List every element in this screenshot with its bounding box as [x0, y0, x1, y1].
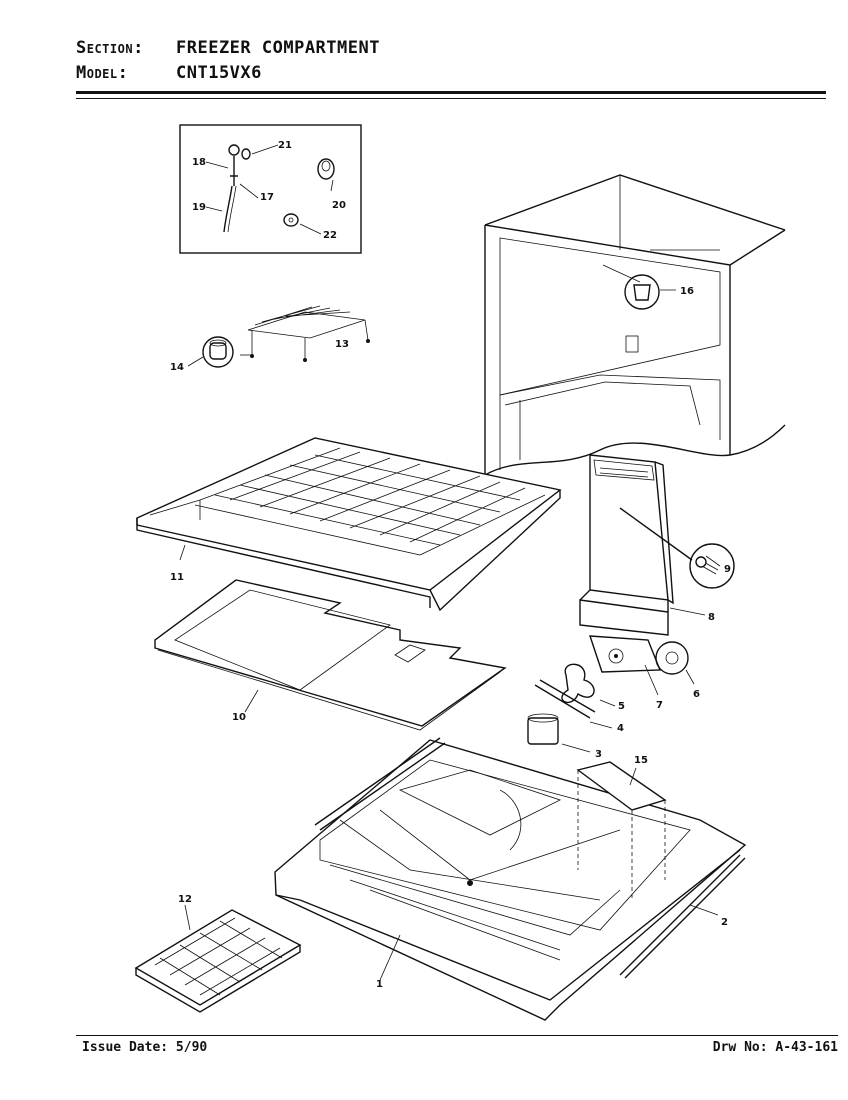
label-part-19: 19	[192, 202, 206, 213]
part-20-knob	[317, 158, 335, 180]
label-part-4: 4	[617, 723, 624, 734]
header-rule-thick	[76, 91, 826, 94]
label-part-15: 15	[634, 755, 648, 766]
label-part-18: 18	[192, 157, 206, 168]
part-13-wire-guide	[240, 305, 370, 362]
freezer-cabinet	[484, 174, 786, 476]
label-part-21: 21	[278, 140, 292, 151]
section-key: Section:	[76, 38, 144, 58]
part-22-nut	[283, 213, 299, 227]
part-15-evaporator-cover	[576, 761, 667, 900]
label-part-5: 5	[618, 701, 625, 712]
label-part-3: 3	[595, 749, 602, 760]
label-part-9: 9	[724, 564, 731, 575]
label-part-14: 14	[170, 362, 184, 373]
part-2-drain-trough	[619, 854, 746, 979]
part-6-grommet	[655, 641, 695, 685]
footer-rule	[76, 1035, 838, 1036]
section-header: Section: FREEZER COMPARTMENT	[76, 38, 380, 58]
header-rule-thin	[76, 98, 826, 99]
label-part-17: 17	[260, 192, 274, 203]
part-1-freezer-floor	[274, 737, 747, 1021]
label-part-20: 20	[332, 200, 346, 211]
part-11-freezer-shelf	[136, 437, 562, 612]
drawing-number: Drw No: A-43-161	[712, 1040, 838, 1055]
part-21-lamp	[241, 148, 251, 160]
inset-box	[179, 124, 362, 254]
part-14-knob	[187, 336, 234, 368]
label-part-8: 8	[708, 612, 715, 623]
model-value: CNT15VX6	[176, 63, 262, 83]
section-value: FREEZER COMPARTMENT	[176, 38, 380, 58]
label-part-2: 2	[721, 917, 728, 928]
inset-frame	[179, 124, 362, 254]
issue-date: Issue Date: 5/90	[82, 1040, 208, 1055]
model-key: Model:	[76, 63, 129, 83]
label-part-1: 1	[376, 979, 383, 990]
part-5-fan-blade	[561, 663, 616, 707]
part-12-ice-tray	[134, 904, 302, 1013]
label-part-11: 11	[170, 572, 184, 583]
part-8-air-duct	[579, 454, 706, 636]
model-header: Model: CNT15VX6	[76, 63, 262, 83]
part-10-insulation-panel	[154, 579, 507, 731]
part-3-fan-motor	[527, 713, 591, 753]
label-part-16: 16	[680, 286, 694, 297]
part-4-motor-bracket	[534, 679, 613, 729]
label-part-7: 7	[656, 700, 663, 711]
part-9-screw	[619, 507, 735, 589]
part-number-labels: 1 2 3 4 5 6 7 8 9 10 11 12 13 14 15 16 1…	[170, 140, 731, 990]
inset-leader-lines	[205, 144, 334, 235]
label-part-13: 13	[335, 339, 349, 350]
label-part-10: 10	[232, 712, 246, 723]
label-part-22: 22	[323, 230, 337, 241]
part-7-fan-bracket	[589, 635, 662, 696]
part-16-lamp-socket-ring	[624, 274, 660, 310]
label-part-12: 12	[178, 894, 192, 905]
part-18-bulb-socket	[223, 144, 240, 233]
label-part-6: 6	[693, 689, 700, 700]
